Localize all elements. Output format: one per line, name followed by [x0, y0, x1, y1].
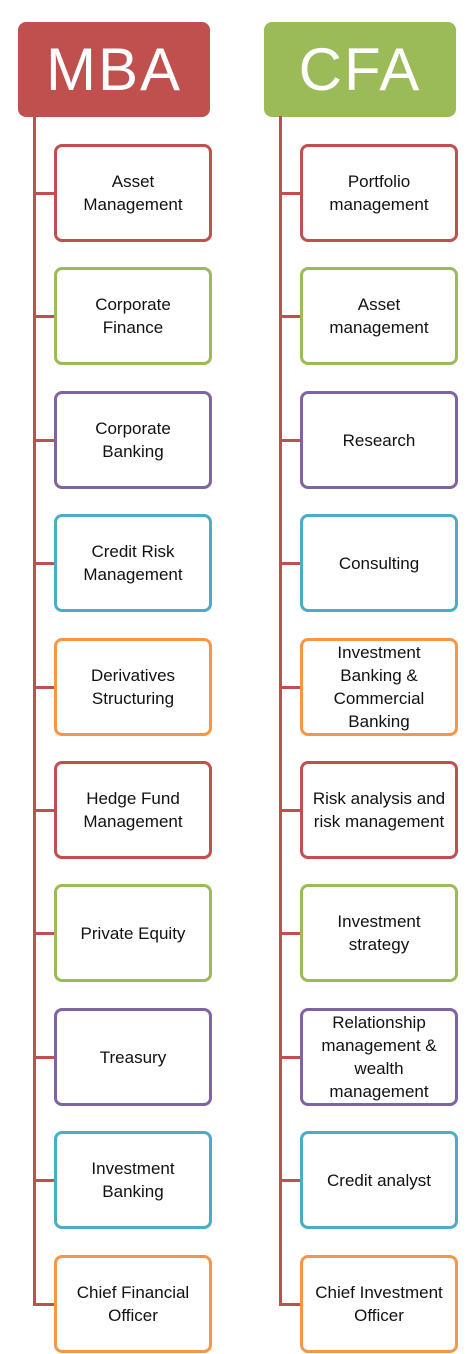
mba-connector-branch: [33, 686, 55, 689]
cfa-connector-spine: [279, 116, 282, 1304]
cfa-career-label: Investment Banking & Commercial Banking: [333, 643, 425, 731]
cfa-header: CFA: [264, 22, 456, 117]
cfa-career-node: Investment Banking & Commercial Banking: [300, 638, 458, 736]
cfa-career-node: Relationship management & wealth managem…: [300, 1008, 458, 1106]
cfa-career-label: Relationship management & wealth managem…: [321, 1013, 437, 1101]
mba-connector-branch: [33, 439, 55, 442]
mba-career-node: Hedge Fund Management: [54, 761, 212, 859]
cfa-connector-branch: [279, 932, 301, 935]
cfa-career-node: Research: [300, 391, 458, 489]
mba-career-node: Asset Management: [54, 144, 212, 242]
cfa-career-node: Chief Investment Officer: [300, 1255, 458, 1353]
mba-connector-branch: [33, 192, 55, 195]
mba-career-label: Asset Management: [83, 172, 183, 214]
cfa-connector-branch: [279, 562, 301, 565]
cfa-connector-branch: [279, 315, 301, 318]
mba-career-node: Treasury: [54, 1008, 212, 1106]
mba-career-node: Credit Risk Management: [54, 514, 212, 612]
mba-connector-branch: [33, 1179, 55, 1182]
cfa-connector-branch: [279, 192, 301, 195]
cfa-career-node: Investment strategy: [300, 884, 458, 982]
cfa-connector-branch: [279, 809, 301, 812]
cfa-career-label: Risk analysis and risk management: [312, 789, 446, 831]
mba-connector-branch: [33, 315, 55, 318]
mba-career-node: Derivatives Structuring: [54, 638, 212, 736]
mba-career-node: Chief Financial Officer: [54, 1255, 212, 1353]
mba-career-label: Corporate Banking: [95, 419, 171, 461]
mba-career-node: Investment Banking: [54, 1131, 212, 1229]
cfa-career-node: Risk analysis and risk management: [300, 761, 458, 859]
cfa-career-label: Portfolio management: [329, 172, 429, 214]
mba-career-label: Credit Risk Management: [83, 542, 183, 584]
cfa-career-label: Credit analyst: [327, 1170, 431, 1190]
cfa-career-node: Consulting: [300, 514, 458, 612]
mba-career-label: Derivatives Structuring: [90, 666, 176, 708]
mba-connector-spine: [33, 116, 36, 1304]
cfa-career-label: Consulting: [338, 553, 420, 573]
mba-career-label: Chief Financial Officer: [76, 1283, 190, 1325]
cfa-connector-branch: [279, 1303, 301, 1306]
mba-connector-branch: [33, 562, 55, 565]
mba-career-label: Corporate Finance: [95, 295, 171, 337]
cfa-career-label: Asset management: [329, 295, 429, 337]
cfa-career-label: Chief Investment Officer: [315, 1283, 443, 1325]
mba-connector-branch: [33, 1303, 55, 1306]
mba-career-label: Investment Banking: [91, 1159, 175, 1201]
cfa-career-node: Credit analyst: [300, 1131, 458, 1229]
mba-connector-branch: [33, 809, 55, 812]
cfa-connector-branch: [279, 1056, 301, 1059]
mba-career-node: Corporate Finance: [54, 267, 212, 365]
mba-career-label: Private Equity: [80, 923, 186, 943]
cfa-connector-branch: [279, 686, 301, 689]
cfa-career-label: Research: [342, 430, 416, 450]
cfa-career-node: Portfolio management: [300, 144, 458, 242]
mba-career-node: Corporate Banking: [54, 391, 212, 489]
cfa-connector-branch: [279, 1179, 301, 1182]
mba-header: MBA: [18, 22, 210, 117]
mba-career-label: Hedge Fund Management: [83, 789, 183, 831]
mba-connector-branch: [33, 1056, 55, 1059]
mba-connector-branch: [33, 932, 55, 935]
cfa-connector-branch: [279, 439, 301, 442]
mba-career-node: Private Equity: [54, 884, 212, 982]
cfa-career-label: Investment strategy: [337, 912, 421, 954]
mba-career-label: Treasury: [99, 1047, 167, 1067]
cfa-career-node: Asset management: [300, 267, 458, 365]
